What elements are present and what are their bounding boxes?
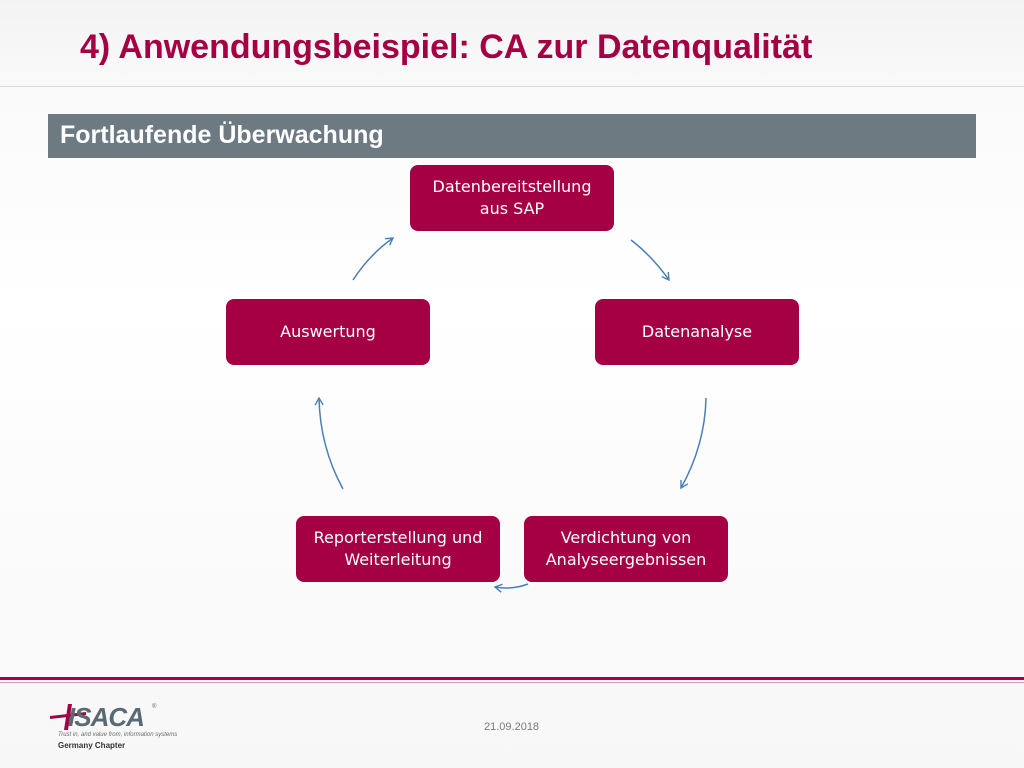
arrow-verdichtung-to-reporterstellung — [493, 583, 529, 593]
logo-tagline: Trust in, and value from, information sy… — [58, 732, 178, 738]
arrow-datenanalyse-to-verdichtung — [680, 397, 707, 490]
cycle-node-auswertung: Auswertung — [226, 299, 430, 365]
arrow-reporterstellung-to-auswertung — [314, 396, 344, 490]
title-divider — [0, 86, 1024, 87]
isaca-logo: ISACA ® Trust in, and value from, inform… — [48, 700, 177, 756]
cycle-node-label: Verdichtung von Analyseergebnissen — [545, 528, 707, 569]
cycle-node-label: Datenbereitstellung aus SAP — [432, 177, 592, 218]
arrow-datenbereitstellung-to-datenanalyse — [630, 239, 670, 282]
footer-divider — [0, 677, 1024, 680]
logo-registered-mark: ® — [152, 704, 157, 710]
slide-title: 4) Anwendungsbeispiel: CA zur Datenquali… — [80, 28, 813, 66]
cycle-node-label: Reporterstellung und Weiterleitung — [313, 528, 483, 569]
cycle-node-label: Datenanalyse — [641, 322, 753, 341]
cycle-node-label: Auswertung — [280, 322, 376, 341]
footer-date: 21.09.2018 — [484, 721, 540, 733]
section-title: Fortlaufende Überwachung — [60, 121, 384, 149]
logo-chapter: Germany Chapter — [58, 741, 126, 750]
cycle-node-datenbereitstellung: Datenbereitstellung aus SAP — [410, 165, 614, 231]
logo-cross-icon — [50, 704, 86, 730]
footer-divider-thin — [0, 682, 1024, 683]
logo-wordmark: ISACA — [68, 702, 145, 732]
cycle-node-reporterstellung: Reporterstellung und Weiterleitung — [296, 516, 500, 582]
arrow-auswertung-to-datenbereitstellung — [352, 237, 395, 281]
cycle-node-verdichtung: Verdichtung von Analyseergebnissen — [524, 516, 728, 582]
cycle-node-datenanalyse: Datenanalyse — [595, 299, 799, 365]
section-header: Fortlaufende Überwachung — [48, 114, 976, 158]
